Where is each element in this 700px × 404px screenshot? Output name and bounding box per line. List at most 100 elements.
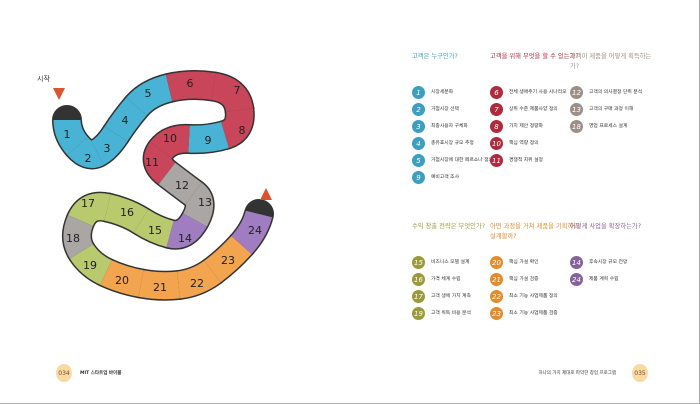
board-cell	[182, 182, 214, 227]
board-cell-number: 11	[145, 156, 159, 169]
step-label: 전체 생애주기 사용 시나리오	[509, 90, 567, 95]
step-label: 예비고객 조사	[431, 175, 460, 180]
step-item: 12 고객의 의사결정 단위 분석	[570, 84, 660, 101]
step-number-badge: 1	[412, 86, 425, 99]
step-number-badge: 8	[490, 120, 503, 133]
step-label: 고객의 의사결정 단위 분석	[589, 90, 643, 95]
board-cell-number: 21	[153, 281, 167, 294]
group-heading: 수익 창출 전략은 무엇인가?	[412, 223, 486, 230]
board-cell	[176, 260, 221, 299]
step-number-badge: 2	[412, 103, 425, 116]
board-cell	[104, 194, 149, 233]
board-cell	[188, 121, 229, 153]
board-cell	[68, 193, 111, 227]
group-heading: 어떤 과정을 거쳐 제품을 기획하고 설계할까?	[490, 223, 580, 240]
step-number-badge: 23	[490, 307, 503, 320]
step-label: 고객 획득 비용 분석	[431, 311, 471, 316]
board-cell	[67, 136, 104, 168]
step-number-badge: 21	[490, 273, 503, 286]
running-title-left: MIT 스타트업 바이블	[80, 371, 122, 376]
step-item: 21 핵심 가설 검증	[490, 271, 580, 288]
step-item: 2 거점시장 선택	[412, 101, 502, 118]
group-heading: 어떻게 사업을 확장하는가?	[570, 223, 642, 230]
step-label: 고객 생애 가치 계측	[431, 294, 471, 299]
group-heading: 고객을 위해 무엇을 할 수 있는가?	[490, 53, 579, 60]
board-cell-number: 2	[85, 152, 92, 165]
step-label: 최소 기능 사업제품 정의	[509, 294, 558, 299]
board-cell-number: 18	[66, 232, 80, 245]
group-heading: 고객이 제품을 어떻게 획득하는가?	[570, 53, 652, 70]
step-number-badge: 14	[570, 256, 583, 269]
group-heading: 고객은 누구인가?	[412, 53, 458, 60]
board-cell-number: 15	[148, 224, 162, 237]
board-cell-number: 22	[190, 277, 204, 290]
board-cell	[70, 243, 113, 285]
board-cell	[100, 260, 144, 297]
step-label: 영업 프로세스 설계	[589, 124, 628, 129]
board-cell-number: 10	[163, 132, 177, 145]
step-item: 6 전체 생애주기 사용 시나리오	[490, 84, 580, 101]
step-label: 시장세분화	[431, 90, 454, 95]
board-cell-number: 5	[145, 87, 152, 100]
step-number-badge: 10	[490, 137, 503, 150]
step-label: 비즈니스 모델 설계	[431, 260, 470, 265]
step-item: 9 예비고객 조사	[412, 169, 502, 186]
page-number-right: 035	[632, 364, 648, 382]
step-item: 13 고객의 구매 과정 이해	[570, 101, 660, 118]
board-cell	[126, 74, 173, 116]
step-number-badge: 13	[570, 103, 583, 116]
board-cell	[166, 212, 207, 249]
step-item: 14 후속시장 규모 전망	[570, 254, 660, 271]
finish-arrow-icon	[260, 188, 272, 200]
step-label: 후속시장 규모 전망	[589, 260, 628, 265]
board-cell	[104, 97, 147, 142]
step-number-badge: 4	[412, 137, 425, 150]
step-number-badge: 16	[412, 273, 425, 286]
step-number-badge: 5	[412, 154, 425, 167]
board-cell	[210, 73, 253, 113]
board-cell-number: 24	[248, 224, 262, 237]
step-label: 고객의 구매 과정 이해	[589, 107, 634, 112]
page-number-left: 034	[56, 364, 72, 382]
board-cell-number: 12	[175, 179, 189, 192]
board-cell	[53, 119, 88, 155]
board-cell	[133, 209, 174, 248]
step-number-badge: 18	[570, 120, 583, 133]
step-number-badge: 22	[490, 290, 503, 303]
step-number-badge: 6	[490, 86, 503, 99]
step-item: 1 시장세분화	[412, 84, 502, 101]
step-number-badge: 19	[412, 307, 425, 320]
step-label: 거점시장 선택	[431, 107, 460, 112]
step-item: 5 거점시장에 대한 페르소나 정의	[412, 152, 502, 169]
step-number-badge: 20	[490, 256, 503, 269]
step-number-badge: 15	[412, 256, 425, 269]
board-cell-number: 9	[205, 134, 212, 147]
step-number-badge: 11	[490, 154, 503, 167]
board-cell	[150, 125, 190, 159]
step-label: 핵심 역량 정의	[509, 141, 539, 146]
step-number-badge: 9	[412, 171, 425, 184]
board-cell-number: 19	[83, 259, 97, 272]
board-cell-number: 8	[239, 124, 246, 137]
board-cell-number: 14	[178, 232, 192, 245]
board-cell-number: 20	[115, 274, 129, 287]
step-label: 핵심 가설 검증	[509, 277, 539, 282]
step-label: 거점시장에 대한 페르소나 정의	[431, 158, 493, 163]
board-cell-number: 6	[187, 77, 194, 90]
board-cell-number: 3	[104, 142, 111, 155]
step-label: 상위 수준 제품사양 정의	[509, 107, 558, 112]
step-number-badge: 12	[570, 86, 583, 99]
step-number-badge: 24	[570, 273, 583, 286]
board-cell	[220, 108, 254, 148]
step-item: 19 고객 획득 비용 분석	[412, 305, 502, 322]
